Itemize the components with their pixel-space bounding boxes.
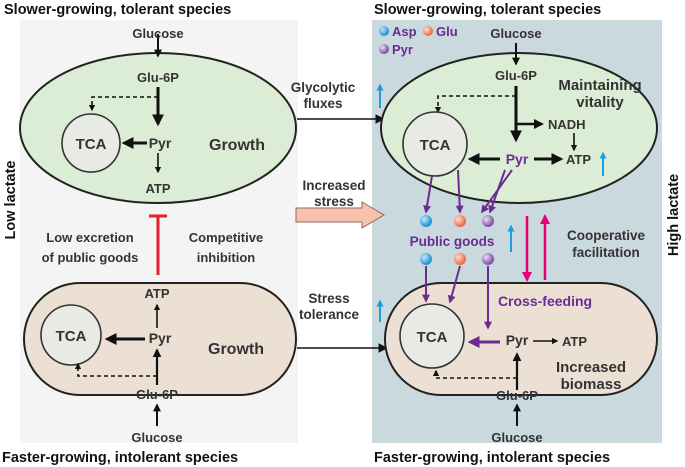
pg-pyr-bead-1 <box>482 215 494 227</box>
right-bottom-cell: Cross-feeding TCA Pyr ATP Increased biom… <box>384 282 658 445</box>
rb-cross-feeding: Cross-feeding <box>498 293 592 309</box>
rb-increased-2: biomass <box>561 376 622 393</box>
left-bottom-cell: ATP TCA Pyr Growth Glu-6P Glucose <box>23 282 297 445</box>
rt-pyr: Pyr <box>506 151 529 167</box>
rb-glucose: Glucose <box>491 430 542 445</box>
rb-atp: ATP <box>562 334 587 349</box>
side-label-low-lactate: Low lactate <box>3 161 19 240</box>
side-label-high-lactate: High lactate <box>666 174 682 256</box>
cooperative-1: Cooperative <box>567 228 646 243</box>
lt-glu6p: Glu-6P <box>137 70 179 85</box>
lt-tca-circle <box>61 113 121 173</box>
footer-left: Faster-growing, intolerant species <box>2 450 238 466</box>
lt-glucose: Glucose <box>132 26 183 41</box>
header-left: Slower-growing, tolerant species <box>4 2 231 18</box>
increased-stress-1: Increased <box>302 178 365 193</box>
pg-pyr-bead-2 <box>482 253 494 265</box>
low-excretion-2: of public goods <box>42 250 139 265</box>
competitive-1: Competitive <box>189 230 263 245</box>
low-excretion-1: Low excretion <box>46 230 133 245</box>
rt-maintaining-2: vitality <box>576 94 624 111</box>
left-top-cell: Glucose Glu-6P TCA Pyr ATP Growth <box>19 26 297 204</box>
pg-asp-bead-1 <box>420 215 432 227</box>
rt-atp: ATP <box>566 152 591 167</box>
stress-tolerance-2: tolerance <box>299 307 360 322</box>
lt-atp: ATP <box>145 181 170 196</box>
lb-glucose: Glucose <box>131 430 182 445</box>
pg-glu-bead-2 <box>454 253 466 265</box>
legend-asp-bead <box>379 26 389 36</box>
rb-increased-1: Increased <box>556 359 626 376</box>
stress-tolerance-1: Stress <box>308 291 349 306</box>
rt-glucose: Glucose <box>490 26 541 41</box>
pg-asp-bead-2 <box>420 253 432 265</box>
lt-tca: TCA <box>76 136 107 153</box>
legend-pyr: Pyr <box>392 42 413 57</box>
rt-nadh: NADH <box>548 117 586 132</box>
left-bottom-cell-membrane <box>23 282 297 396</box>
legend-pyr-bead <box>379 44 389 54</box>
glycolytic-1: Glycolytic <box>291 80 356 95</box>
competitive-2: inhibition <box>197 250 256 265</box>
rb-pyr: Pyr <box>506 332 529 348</box>
rt-tca: TCA <box>420 137 451 154</box>
legend-asp: Asp <box>392 24 417 39</box>
rt-glu6p: Glu-6P <box>495 68 537 83</box>
rb-tca-circle <box>399 303 465 369</box>
header-right: Slower-growing, tolerant species <box>374 2 601 18</box>
lb-tca-circle <box>40 304 102 366</box>
lt-pyr: Pyr <box>149 135 172 151</box>
glycolytic-2: fluxes <box>303 96 342 111</box>
lt-growth: Growth <box>209 137 265 154</box>
right-top-cell: Glucose Glu-6P Maintaining vitality NADH… <box>380 26 658 204</box>
public-goods-label: Public goods <box>410 234 495 249</box>
lb-atp: ATP <box>144 286 169 301</box>
rt-tca-circle <box>402 111 468 177</box>
rt-maintaining-1: Maintaining <box>558 77 641 94</box>
pg-glu-bead-1 <box>454 215 466 227</box>
legend-glu: Glu <box>436 24 458 39</box>
cooperative-2: facilitation <box>572 245 640 260</box>
lb-pyr: Pyr <box>149 330 172 346</box>
lb-glu6p: Glu-6P <box>136 387 178 402</box>
lb-tca: TCA <box>56 328 87 345</box>
footer-right: Faster-growing, intolerant species <box>374 450 610 466</box>
lb-growth: Growth <box>208 341 264 358</box>
legend-glu-bead <box>423 26 433 36</box>
rb-glu6p: Glu-6P <box>496 388 538 403</box>
stress-block-arrow <box>295 201 385 229</box>
increased-stress-2: stress <box>314 194 354 209</box>
rb-tca: TCA <box>417 329 448 346</box>
